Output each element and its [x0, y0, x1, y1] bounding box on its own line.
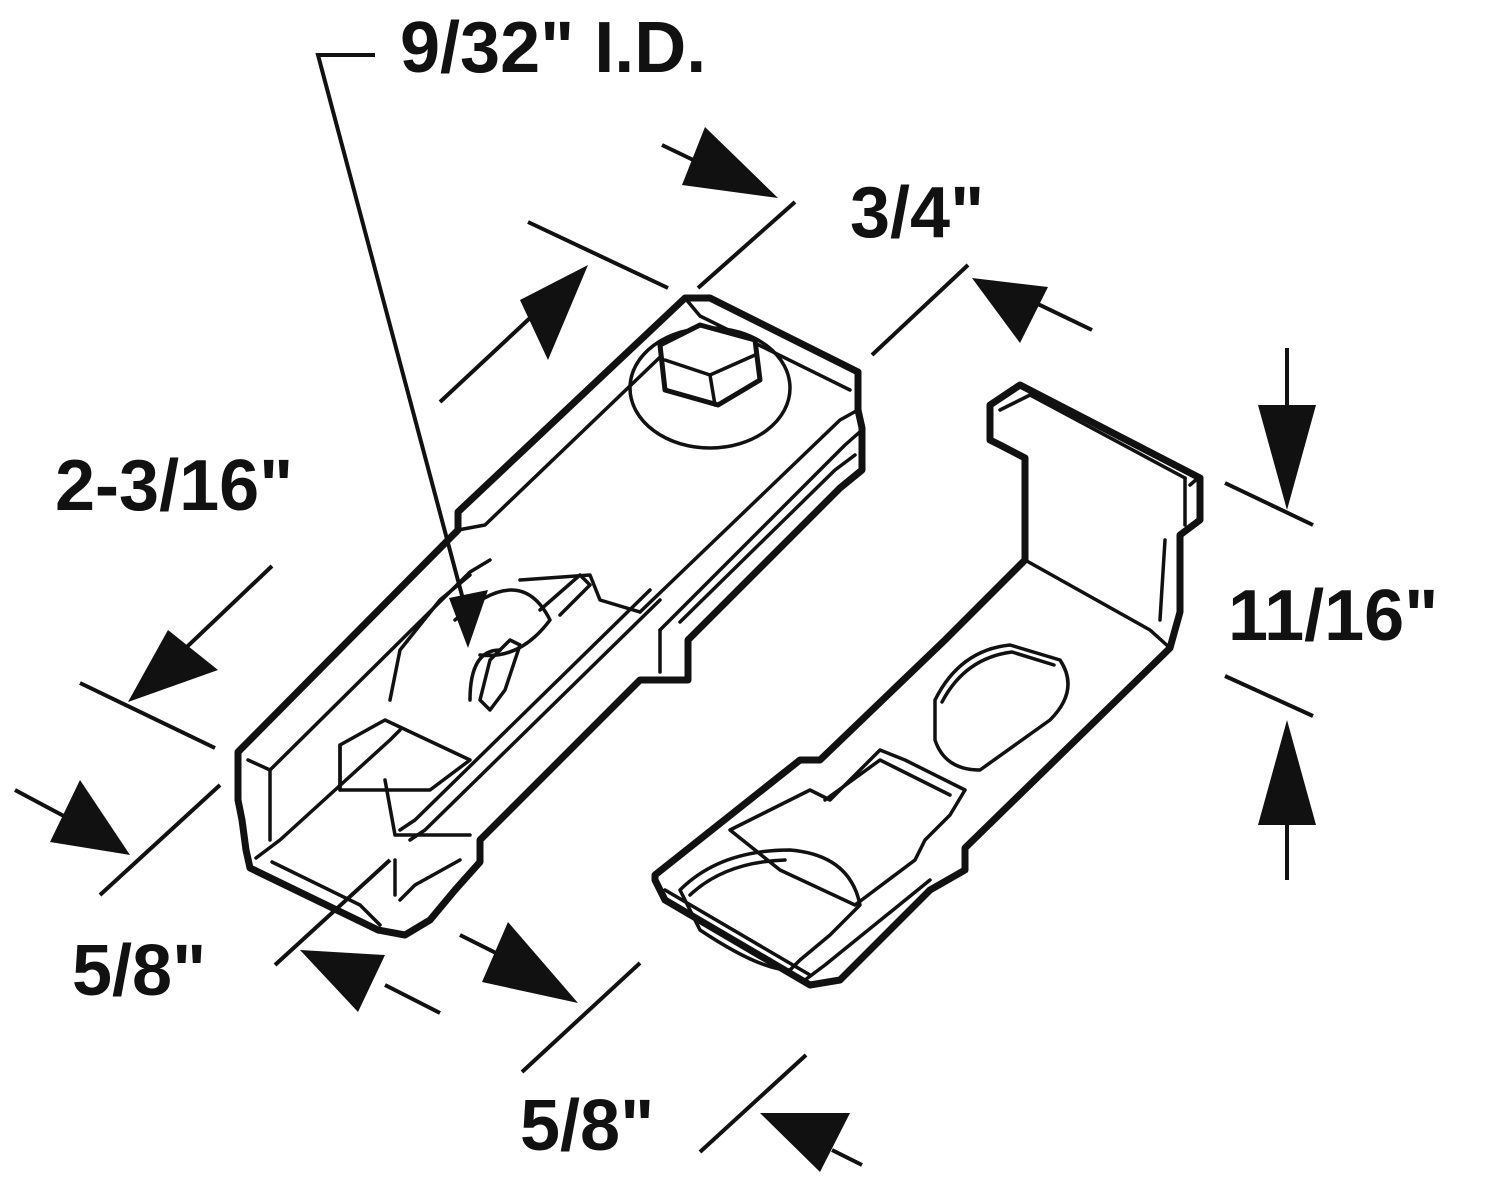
label-inner-diameter: 9/32" I.D. — [400, 8, 706, 88]
label-width-right: 5/8" — [520, 1086, 654, 1166]
dimension-width-right — [698, 1053, 863, 1172]
label-width-top: 3/4" — [850, 173, 984, 253]
arrow-length-upper — [128, 630, 218, 702]
roller-bracket-assembly — [234, 294, 866, 939]
dimension-width-left — [273, 858, 642, 1074]
arrow-height-top — [1258, 405, 1316, 510]
dimension-height — [1224, 348, 1316, 880]
arrow-width-top-right — [972, 278, 1048, 343]
arrow-inner-diameter — [449, 590, 488, 648]
leader-inner-diameter — [315, 53, 488, 648]
dimension-width-top — [438, 127, 1093, 404]
arrow-width-top-left — [520, 265, 588, 360]
hex-screw-head — [657, 322, 763, 408]
l-bracket — [651, 381, 1204, 989]
arrow-height-bottom — [1258, 720, 1316, 825]
arrow-width-left-right — [482, 922, 578, 1003]
oval-slot — [933, 643, 1070, 772]
arrow-width-top-upper — [682, 127, 778, 198]
dimension-length — [14, 564, 274, 897]
arrow-length-lower — [50, 780, 130, 855]
l-bracket-outline — [651, 381, 1204, 989]
label-length: 2-3/16" — [55, 446, 293, 526]
round-hole — [678, 848, 862, 972]
label-width-left: 5/8" — [72, 931, 206, 1011]
arrow-width-left — [300, 950, 385, 1012]
arrow-width-right — [760, 1113, 850, 1172]
label-height: 11/16" — [1228, 576, 1438, 656]
